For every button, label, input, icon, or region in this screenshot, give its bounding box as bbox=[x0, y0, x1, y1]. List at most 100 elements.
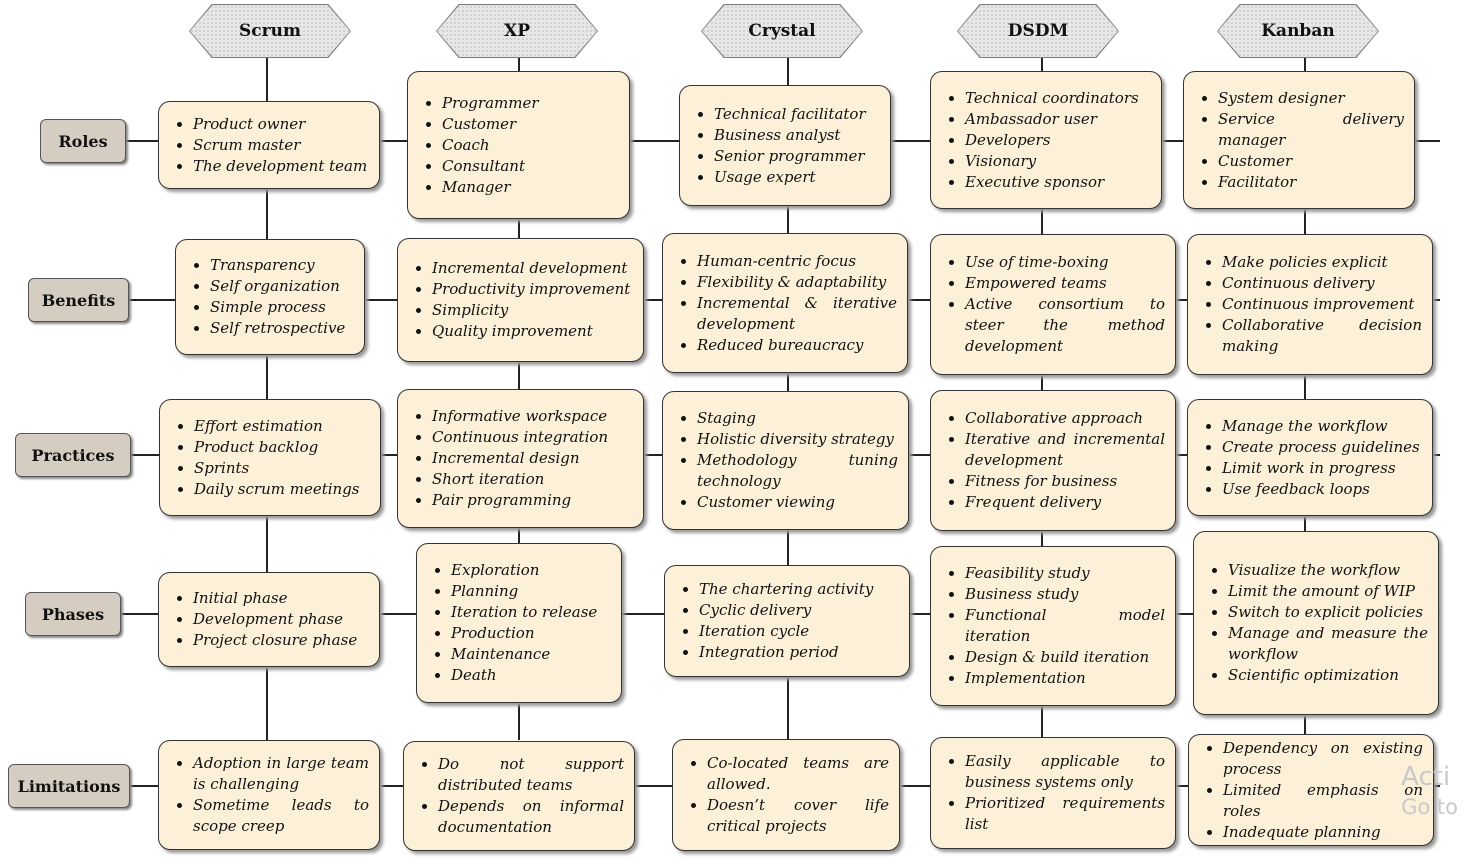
row-label-roles: Roles bbox=[40, 119, 126, 163]
list-item: Collaborative approach bbox=[965, 408, 1165, 429]
list-item: Scrum master bbox=[193, 135, 369, 156]
list-item: Continuous integration bbox=[432, 427, 633, 448]
list-item: Facilitator bbox=[1218, 172, 1404, 193]
list-item: Transparency bbox=[210, 255, 354, 276]
list-item: Do not support distributed teams bbox=[438, 754, 624, 796]
list-item: Business study bbox=[965, 584, 1165, 605]
column-header-label: DSDM bbox=[958, 5, 1118, 57]
list-item: Collaborative decision making bbox=[1222, 315, 1422, 357]
list-item: Technical coordinators bbox=[965, 88, 1151, 109]
list-item: Design & build iteration bbox=[965, 647, 1165, 668]
list-item: Manage the workflow bbox=[1222, 416, 1422, 437]
bullet-list: Easily applicable to business systems on… bbox=[945, 751, 1165, 835]
list-item: Sprints bbox=[194, 458, 370, 479]
dsdm-benefits-box: Use of time-boxingEmpowered teamsActive … bbox=[930, 234, 1176, 375]
row-label-limitations: Limitations bbox=[8, 764, 130, 808]
list-item: Consultant bbox=[442, 156, 619, 177]
list-item: Incremental design bbox=[432, 448, 633, 469]
row-label-benefits: Benefits bbox=[28, 278, 129, 322]
list-item: Depends on informal documentation bbox=[438, 796, 624, 838]
list-item: Iterative and incremental development bbox=[965, 429, 1165, 471]
list-item: Customer bbox=[442, 114, 619, 135]
list-item: Functional model iteration bbox=[965, 605, 1165, 647]
list-item: Customer viewing bbox=[697, 492, 898, 513]
column-header-label: Kanban bbox=[1218, 5, 1378, 57]
list-item: Scientific optimization bbox=[1228, 665, 1428, 686]
bullet-list: Use of time-boxingEmpowered teamsActive … bbox=[945, 252, 1165, 357]
list-item: Empowered teams bbox=[965, 273, 1165, 294]
dsdm-limitations-box: Easily applicable to business systems on… bbox=[930, 737, 1176, 849]
xp-phases-box: ExplorationPlanningIteration to releaseP… bbox=[416, 543, 622, 703]
list-item: Production bbox=[451, 623, 611, 644]
kanban-benefits-box: Make policies explicitContinuous deliver… bbox=[1187, 234, 1433, 375]
list-item: Incremental & iterative development bbox=[697, 293, 897, 335]
list-item: Inadequate planning bbox=[1223, 822, 1423, 843]
list-item: Programmer bbox=[442, 93, 619, 114]
list-item: Fitness for business bbox=[965, 471, 1165, 492]
list-item: Dependency on existing process bbox=[1223, 738, 1423, 780]
bullet-list: Effort estimationProduct backlogSprintsD… bbox=[174, 416, 370, 500]
list-item: Customer bbox=[1218, 151, 1404, 172]
column-header-dsdm: DSDM bbox=[957, 4, 1119, 58]
bullet-list: Collaborative approachIterative and incr… bbox=[945, 408, 1165, 513]
dsdm-practices-box: Collaborative approachIterative and incr… bbox=[930, 390, 1176, 531]
list-item: Product owner bbox=[193, 114, 369, 135]
list-item: Cyclic delivery bbox=[699, 600, 899, 621]
row-label-practices: Practices bbox=[15, 433, 131, 477]
list-item: Feasibility study bbox=[965, 563, 1165, 584]
list-item: Daily scrum meetings bbox=[194, 479, 370, 500]
column-header-label: Crystal bbox=[702, 5, 862, 57]
scrum-phases-box: Initial phaseDevelopment phaseProject cl… bbox=[158, 572, 380, 667]
bullet-list: Co-located teams are allowed.Doesn’t cov… bbox=[687, 753, 889, 837]
list-item: Informative workspace bbox=[432, 406, 633, 427]
list-item: Easily applicable to business systems on… bbox=[965, 751, 1165, 793]
list-item: Use feedback loops bbox=[1222, 479, 1422, 500]
bullet-list: Initial phaseDevelopment phaseProject cl… bbox=[173, 588, 369, 651]
bullet-list: Technical coordinatorsAmbassador userDev… bbox=[945, 88, 1151, 193]
list-item: Sometime leads to scope creep bbox=[193, 795, 369, 837]
list-item: Co-located teams are allowed. bbox=[707, 753, 889, 795]
bullet-list: Do not support distributed teamsDepends … bbox=[418, 754, 624, 838]
bullet-list: TransparencySelf organizationSimple proc… bbox=[190, 255, 354, 339]
row-label-phases: Phases bbox=[25, 592, 121, 636]
list-item: Staging bbox=[697, 408, 898, 429]
dsdm-roles-box: Technical coordinatorsAmbassador userDev… bbox=[930, 71, 1162, 209]
bullet-list: Manage the workflowCreate process guidel… bbox=[1202, 416, 1422, 500]
list-item: Reduced bureaucracy bbox=[697, 335, 897, 356]
scrum-benefits-box: TransparencySelf organizationSimple proc… bbox=[175, 239, 365, 355]
xp-roles-box: ProgrammerCustomerCoachConsultantManager bbox=[407, 71, 630, 219]
list-item: Planning bbox=[451, 581, 611, 602]
crystal-benefits-box: Human-centric focusFlexibility & adaptab… bbox=[662, 233, 908, 373]
xp-limitations-box: Do not support distributed teamsDepends … bbox=[403, 741, 635, 851]
list-item: Visualize the workflow bbox=[1228, 560, 1428, 581]
list-item: Flexibility & adaptability bbox=[697, 272, 897, 293]
list-item: Create process guidelines bbox=[1222, 437, 1422, 458]
list-item: Exploration bbox=[451, 560, 611, 581]
list-item: Iteration cycle bbox=[699, 621, 899, 642]
column-header-label: Scrum bbox=[190, 5, 350, 57]
list-item: Senior programmer bbox=[714, 146, 880, 167]
list-item: Self retrospective bbox=[210, 318, 354, 339]
list-item: Iteration to release bbox=[451, 602, 611, 623]
list-item: System designer bbox=[1218, 88, 1404, 109]
list-item: Incremental development bbox=[432, 258, 633, 279]
list-item: Human-centric focus bbox=[697, 251, 897, 272]
dsdm-phases-box: Feasibility studyBusiness studyFunctiona… bbox=[930, 546, 1176, 706]
list-item: Holistic diversity strategy bbox=[697, 429, 898, 450]
list-item: Service delivery manager bbox=[1218, 109, 1404, 151]
list-item: Business analyst bbox=[714, 125, 880, 146]
list-item: Executive sponsor bbox=[965, 172, 1151, 193]
scrum-practices-box: Effort estimationProduct backlogSprintsD… bbox=[159, 399, 381, 516]
list-item: Pair programming bbox=[432, 490, 633, 511]
column-header-scrum: Scrum bbox=[189, 4, 351, 58]
activation-watermark: Acti Go to bbox=[1401, 762, 1458, 822]
watermark-line-1: Acti bbox=[1401, 762, 1451, 792]
bullet-list: Human-centric focusFlexibility & adaptab… bbox=[677, 251, 897, 356]
list-item: Doesn’t cover life critical projects bbox=[707, 795, 889, 837]
list-item: Coach bbox=[442, 135, 619, 156]
list-item: Self organization bbox=[210, 276, 354, 297]
list-item: Limited emphasis on roles bbox=[1223, 780, 1423, 822]
list-item: Frequent delivery bbox=[965, 492, 1165, 513]
bullet-list: ExplorationPlanningIteration to releaseP… bbox=[431, 560, 611, 686]
crystal-phases-box: The chartering activityCyclic deliveryIt… bbox=[664, 565, 910, 677]
